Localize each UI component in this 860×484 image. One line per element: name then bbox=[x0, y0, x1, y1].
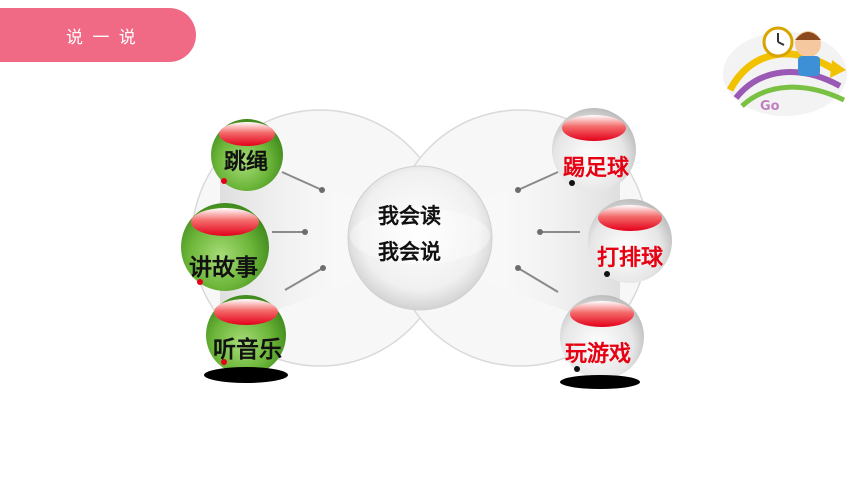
right-label-1: 踢足球 bbox=[563, 156, 630, 181]
center-node bbox=[347, 165, 493, 311]
left-node-3 bbox=[204, 295, 288, 383]
kid-with-clock-illustration: Go bbox=[723, 26, 847, 116]
left-fan bbox=[220, 150, 360, 330]
right-node-3 bbox=[560, 295, 644, 389]
section-badge: 说 一 说 bbox=[0, 8, 196, 62]
center-line-2: 我会说 bbox=[378, 240, 441, 264]
right-node-1 bbox=[552, 108, 636, 192]
left-shadow bbox=[204, 367, 288, 383]
go-text: Go bbox=[760, 99, 780, 114]
section-badge-label: 说 一 说 bbox=[66, 27, 138, 48]
right-node-2 bbox=[588, 199, 672, 283]
connector-left-1 bbox=[281, 171, 323, 191]
right-fan bbox=[480, 150, 620, 330]
connector-left-3 bbox=[284, 267, 324, 291]
connector-right-1 bbox=[517, 171, 559, 191]
right-label-3: 玩游戏 bbox=[565, 342, 632, 367]
left-node-1 bbox=[211, 119, 283, 191]
left-label-3: 听音乐 bbox=[213, 337, 282, 363]
right-label-2: 打排球 bbox=[597, 246, 664, 271]
right-shadow bbox=[560, 375, 640, 389]
left-node-2 bbox=[181, 203, 269, 291]
left-label-1: 跳绳 bbox=[224, 150, 269, 175]
left-label-2: 讲故事 bbox=[189, 255, 258, 281]
connector-right-3 bbox=[517, 267, 559, 293]
center-line-1: 我会读 bbox=[378, 204, 441, 228]
